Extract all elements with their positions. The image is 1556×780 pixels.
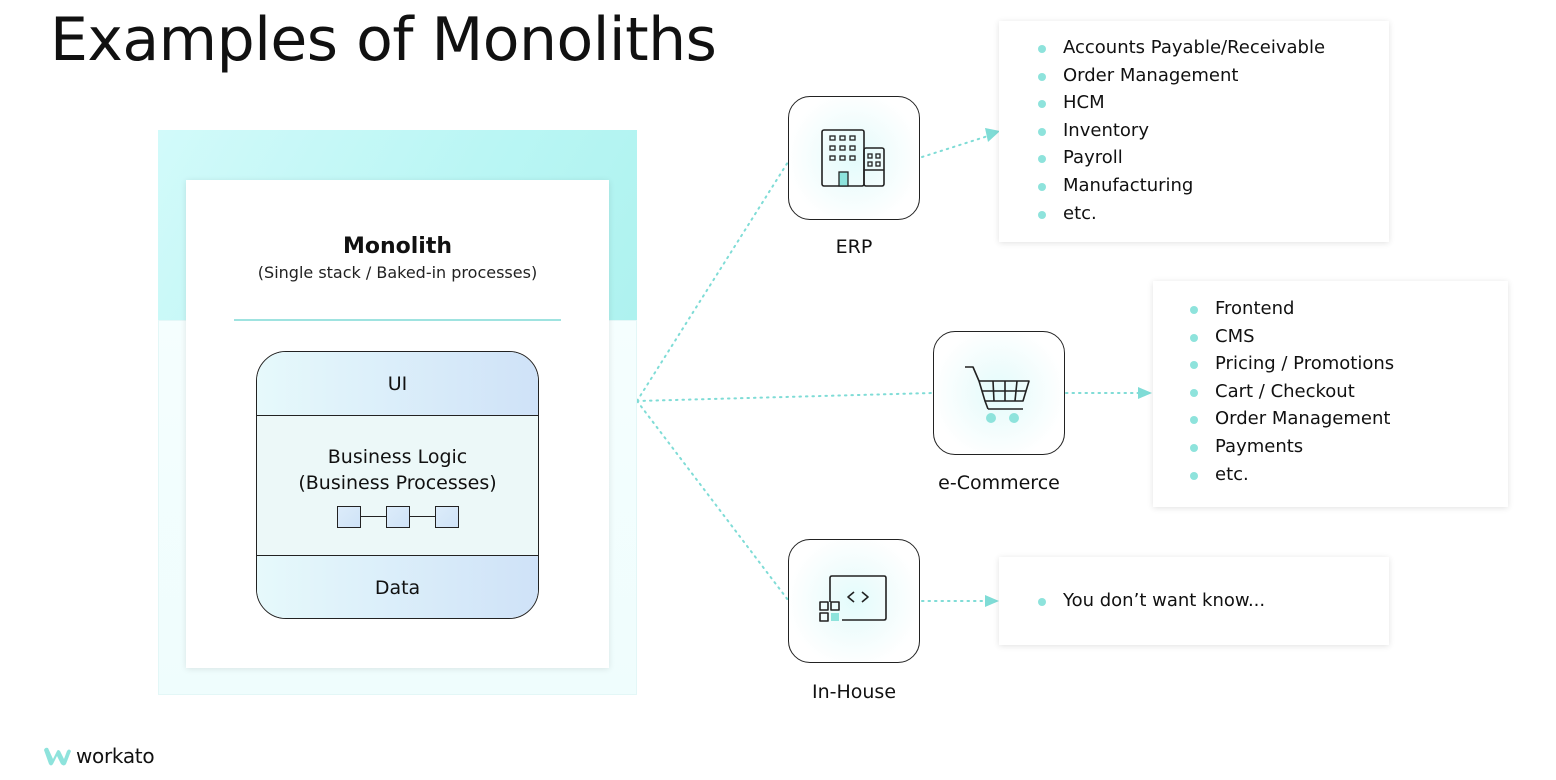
workato-logo: workato bbox=[42, 744, 155, 768]
inhouse-label: In-House bbox=[811, 681, 897, 703]
list-item: Pricing / Promotions bbox=[1185, 350, 1508, 378]
erp-tile bbox=[788, 96, 920, 220]
monolith-stack: UI Business Logic (Business Processes) D… bbox=[256, 351, 539, 619]
list-item: Inventory bbox=[1033, 117, 1389, 145]
code-window-icon bbox=[819, 575, 887, 622]
workato-logo-icon bbox=[44, 747, 71, 766]
business-logic-label: Business Logic bbox=[327, 445, 468, 468]
inhouse-list-card: You don’t want know... bbox=[999, 557, 1389, 645]
arrowhead-ecommerce bbox=[1138, 387, 1152, 399]
list-item: Accounts Payable/Receivable bbox=[1033, 34, 1389, 62]
list-item: etc. bbox=[1185, 461, 1508, 489]
layer-ui-label: UI bbox=[387, 372, 408, 395]
list-item: Order Management bbox=[1185, 405, 1508, 433]
list-item: etc. bbox=[1033, 200, 1389, 228]
monolith-divider bbox=[234, 319, 561, 321]
ecommerce-tile bbox=[933, 331, 1065, 455]
erp-list-card: Accounts Payable/Receivable Order Manage… bbox=[999, 21, 1389, 242]
shopping-cart-icon bbox=[965, 366, 1030, 423]
list-item: HCM bbox=[1033, 89, 1389, 117]
layer-ui: UI bbox=[257, 352, 538, 416]
list-item: Frontend bbox=[1185, 295, 1508, 323]
erp-label: ERP bbox=[835, 236, 873, 258]
list-item: Payroll bbox=[1033, 144, 1389, 172]
layer-business-logic: Business Logic (Business Processes) bbox=[257, 416, 538, 556]
building-icon bbox=[821, 129, 885, 187]
list-item: Order Management bbox=[1033, 62, 1389, 90]
workato-logo-text: workato bbox=[76, 744, 155, 768]
layer-data: Data bbox=[257, 556, 538, 618]
layer-data-label: Data bbox=[374, 577, 421, 599]
list-item: Cart / Checkout bbox=[1185, 378, 1508, 406]
page-title: Examples of Monoliths bbox=[50, 5, 717, 75]
business-processes-label: (Business Processes) bbox=[298, 471, 497, 494]
list-item: You don’t want know... bbox=[1033, 587, 1389, 615]
arrowhead-inhouse bbox=[985, 595, 999, 607]
ecommerce-list-card: Frontend CMS Pricing / Promotions Cart /… bbox=[1153, 281, 1508, 507]
process-flow-icon bbox=[336, 505, 459, 528]
monolith-subtitle: (Single stack / Baked-in processes) bbox=[257, 263, 538, 282]
list-item: Manufacturing bbox=[1033, 172, 1389, 200]
list-item: CMS bbox=[1185, 323, 1508, 351]
monolith-title: Monolith bbox=[342, 234, 453, 259]
arrowhead-erp bbox=[985, 128, 1000, 142]
inhouse-tile bbox=[788, 539, 920, 663]
ecommerce-label: e-Commerce bbox=[938, 472, 1060, 494]
list-item: Payments bbox=[1185, 433, 1508, 461]
